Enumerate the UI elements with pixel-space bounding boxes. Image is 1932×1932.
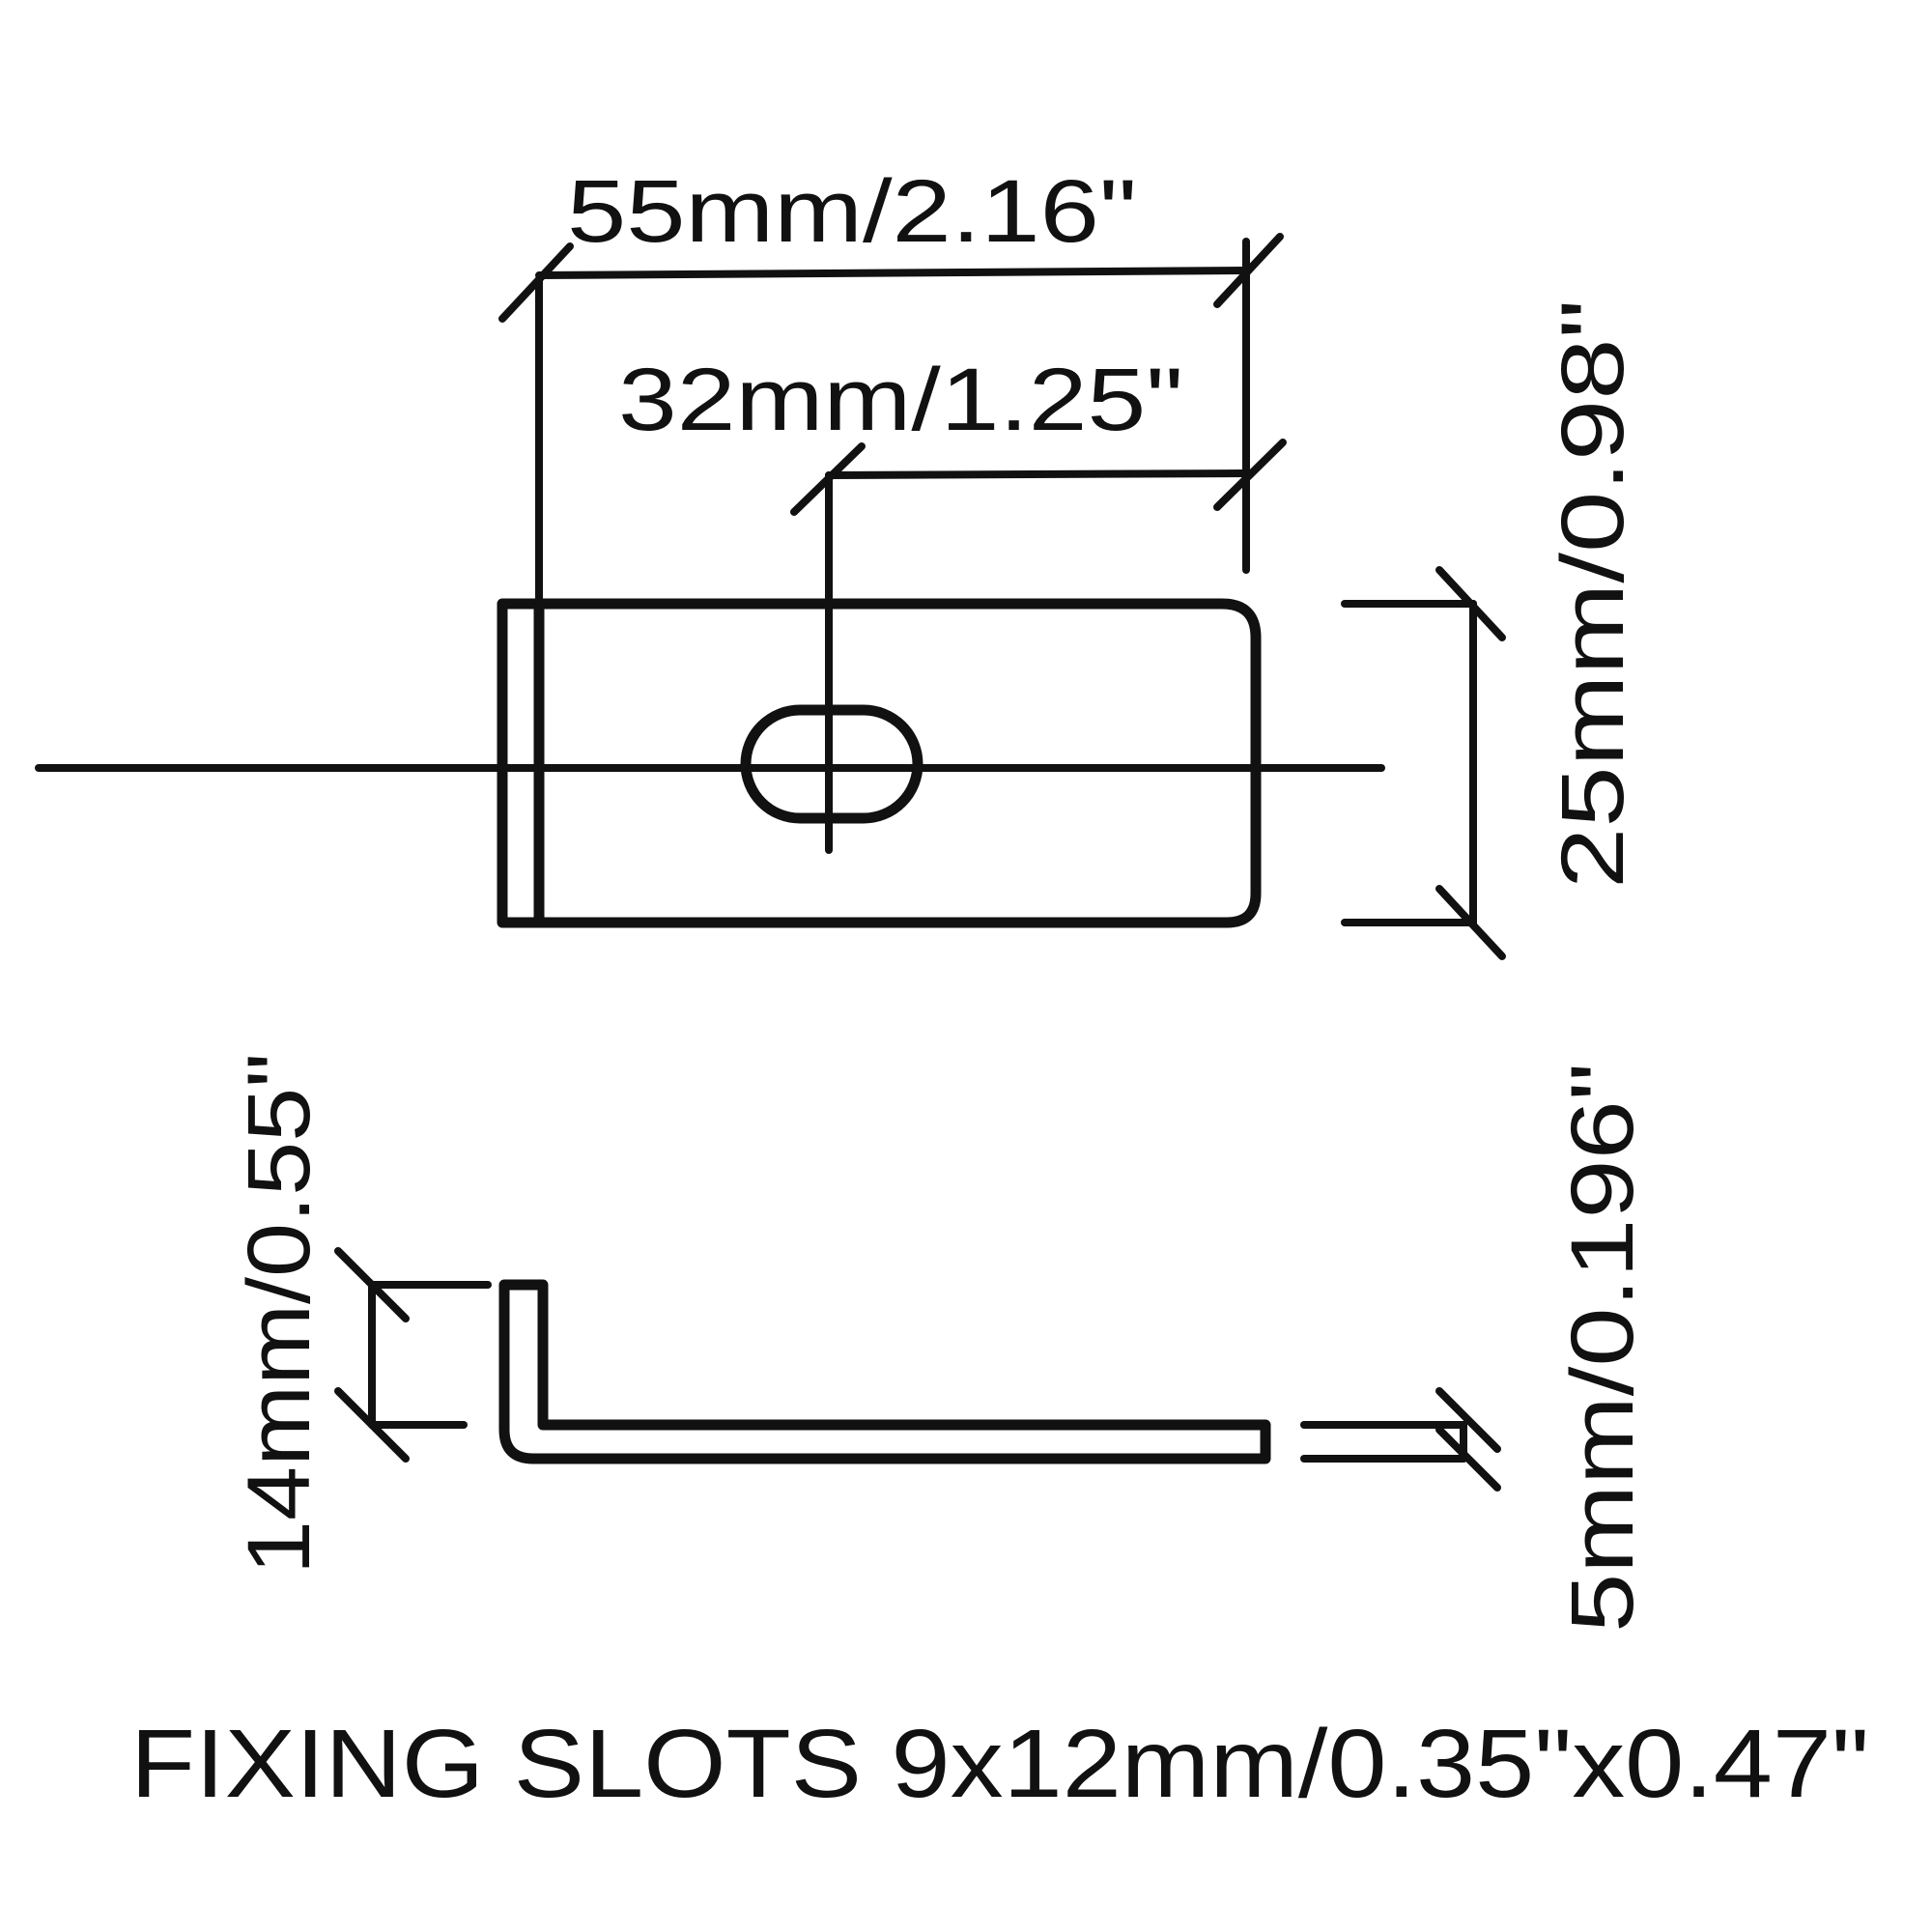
dimension-height: 25mm/0.98": [1341, 299, 1642, 960]
dimension-line-32: [825, 469, 1250, 479]
tick-14-bottom: [334, 1387, 410, 1463]
tick-14-top: [334, 1247, 410, 1322]
tick-32-right: [1213, 439, 1287, 511]
tick-55-right: [1213, 233, 1284, 308]
tick-25-top: [1435, 566, 1506, 641]
plan-view: [35, 471, 1385, 928]
tick-55-left: [498, 242, 574, 323]
label-overall-width: 55mm/2.16": [567, 162, 1137, 261]
dimension-flange-height: 14mm/0.55": [230, 1053, 492, 1575]
tick-32-left: [790, 442, 866, 516]
tick-5-top: [1435, 1387, 1501, 1453]
tick-25-bottom: [1435, 885, 1506, 960]
dimension-slot-offset: 32mm/1.25": [618, 351, 1287, 516]
label-flange-height: 14mm/0.55": [230, 1053, 328, 1575]
side-view: [498, 1279, 1271, 1464]
caption-fixing-slots: FIXING SLOTS 9x12mm/0.35"x0.47": [130, 1710, 1869, 1818]
tick-5-bottom: [1435, 1426, 1501, 1492]
plan-plate-outline: [497, 598, 1262, 928]
label-slot-offset: 32mm/1.25": [618, 351, 1183, 449]
dimension-line-55: [535, 267, 1250, 279]
side-profile-outline: [498, 1279, 1271, 1464]
dimension-overall-width: 55mm/2.16": [498, 162, 1284, 608]
label-thickness: 5mm/0.196": [1553, 1063, 1652, 1633]
dimension-thickness: 5mm/0.196": [1300, 1063, 1652, 1633]
label-height: 25mm/0.98": [1544, 299, 1642, 889]
